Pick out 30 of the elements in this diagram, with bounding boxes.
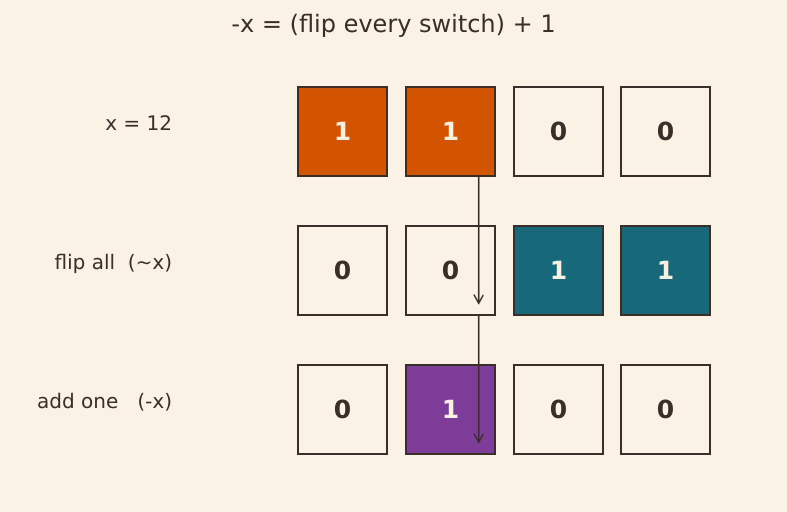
bit-value: 0 — [656, 117, 674, 146]
arrow — [472, 177, 484, 304]
bit-value: 1 — [442, 117, 460, 146]
bit-box — [297, 364, 388, 455]
bit-box — [297, 86, 388, 177]
row-label: flip all (~x) — [54, 250, 172, 274]
bit-box — [405, 225, 496, 316]
bit-value: 1 — [656, 256, 674, 285]
bit-box — [620, 225, 711, 316]
bit-value: 1 — [550, 256, 568, 285]
bit-box — [513, 225, 604, 316]
bit-value: 0 — [442, 256, 460, 285]
bit-value: 1 — [334, 117, 352, 146]
bit-value: 0 — [550, 395, 568, 424]
bit-box — [405, 364, 496, 455]
bit-box — [513, 364, 604, 455]
bit-box — [297, 225, 388, 316]
arrow — [472, 316, 484, 443]
bit-box — [620, 364, 711, 455]
bit-value: 1 — [442, 395, 460, 424]
bit-value: 0 — [656, 395, 674, 424]
bit-box — [620, 86, 711, 177]
bit-value: 0 — [550, 117, 568, 146]
bit-value: 0 — [334, 256, 352, 285]
title: -x = (flip every switch) + 1 — [230, 10, 557, 38]
bit-value: 0 — [334, 395, 352, 424]
row-label: add one (-x) — [37, 389, 172, 413]
row-label: x = 12 — [105, 111, 172, 135]
bit-box — [405, 86, 496, 177]
bit-box — [513, 86, 604, 177]
